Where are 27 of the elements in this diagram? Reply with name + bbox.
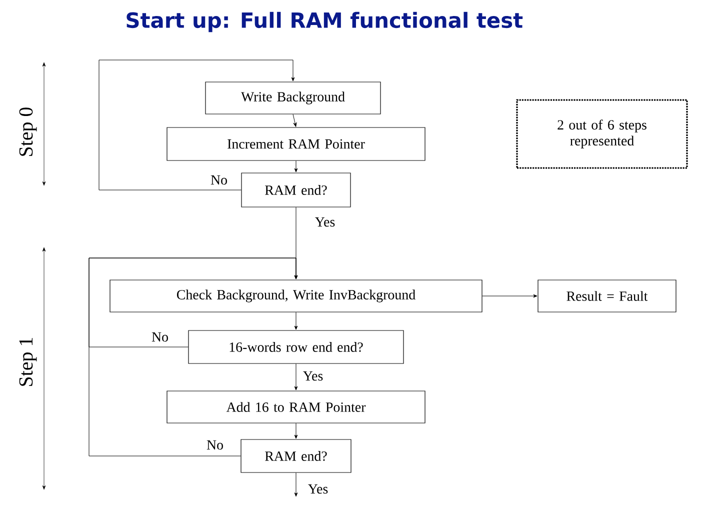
process-box: RAM end? — [240, 439, 352, 473]
process-box: Write Background — [205, 82, 381, 114]
arrow — [294, 160, 298, 172]
edge-label: Yes — [302, 370, 324, 382]
process-box: 16-words row end end? — [188, 330, 404, 364]
edge-label: No — [209, 174, 229, 186]
edge-label: No — [205, 439, 225, 451]
arrow — [292, 114, 297, 127]
process-box: RAM end? — [241, 172, 351, 208]
arrow — [482, 294, 538, 298]
arrow — [294, 312, 298, 330]
note-box: 2 out of 6 steps represented — [516, 99, 688, 169]
arrow — [294, 472, 298, 497]
edge-label: Yes — [314, 216, 336, 228]
edge-label: No — [150, 331, 170, 343]
process-box: Increment RAM Pointer — [166, 127, 426, 161]
edge-label: Yes — [306, 483, 330, 495]
process-box: Check Background, Write InvBackground — [110, 280, 482, 312]
arrow — [98, 60, 295, 190]
arrow — [88, 258, 298, 456]
step-label: Step 0 — [19, 108, 37, 156]
process-box: Add 16 to RAM Pointer — [166, 390, 426, 424]
arrow — [294, 423, 298, 439]
process-box: Result = Fault — [538, 280, 676, 312]
title: Start up: Full RAM functional test — [126, 12, 523, 32]
step-label: Step 1 — [19, 338, 37, 386]
arrow — [294, 364, 298, 390]
